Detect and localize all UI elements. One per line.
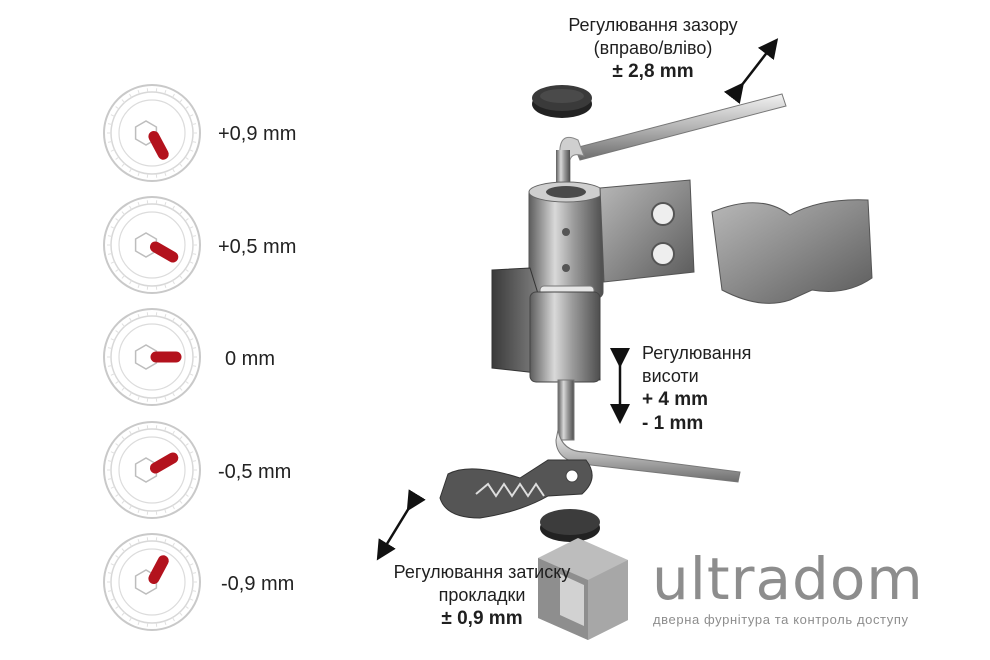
top-cap (532, 85, 592, 118)
gap-callout: Регулювання зазору (вправо/вліво) ± 2,8 … (528, 14, 778, 84)
brand-tagline: дверна фурнітура та контроль доступу (653, 612, 909, 627)
eccentric-dial (103, 421, 201, 519)
dial-label-plus-0-5: +0,5 mm (218, 236, 297, 258)
height-callout: Регулювання висоти + 4 mm - 1 mm (642, 342, 802, 437)
gap-callout-line1: Регулювання зазору (568, 15, 738, 35)
hex-key-lower (555, 379, 741, 483)
height-callout-line2: висоти (642, 366, 699, 387)
dial-label-minus-0-9: -0,9 mm (221, 573, 295, 595)
bottom-cap (540, 509, 600, 542)
logo-mark (538, 538, 628, 640)
dial-indicator (149, 452, 179, 474)
hinge-barrel (528, 181, 604, 303)
clamp-callout-line2: прокладки (438, 585, 526, 606)
cover-plate (711, 199, 873, 304)
clamp-callout: Регулювання затиску прокладки ± 0,9 mm (362, 561, 602, 631)
dial-indicator (149, 241, 179, 263)
dial-label-zero: 0 mm (225, 348, 275, 370)
eccentric-dial (103, 533, 201, 631)
gap-callout-value: ± 2,8 mm (612, 61, 694, 83)
dial-label-minus-0-5: -0,5 mm (218, 461, 292, 483)
eccentric-dial (103, 196, 201, 294)
sash-body (491, 267, 601, 383)
height-callout-value2: - 1 mm (642, 413, 704, 435)
clamp-callout-line1: Регулювання затиску (393, 562, 571, 582)
clamp-arrow (376, 489, 426, 561)
dial-label-plus-0-9: +0,9 mm (218, 123, 297, 145)
eccentric-dial (103, 84, 201, 182)
frame-plate (599, 179, 695, 283)
height-callout-value1: + 4 mm (642, 389, 709, 411)
eccentric-dial (103, 308, 201, 406)
clamp-callout-value: ± 0,9 mm (441, 608, 523, 630)
wrench-tool (439, 459, 593, 519)
gap-arrow (723, 38, 779, 105)
height-callout-line1: Регулювання (642, 343, 752, 363)
dial-indicator (148, 555, 169, 584)
gap-callout-line2: (вправо/вліво) (593, 38, 713, 59)
dial-indicator (148, 131, 169, 160)
brand-name: ultradom (652, 545, 924, 613)
